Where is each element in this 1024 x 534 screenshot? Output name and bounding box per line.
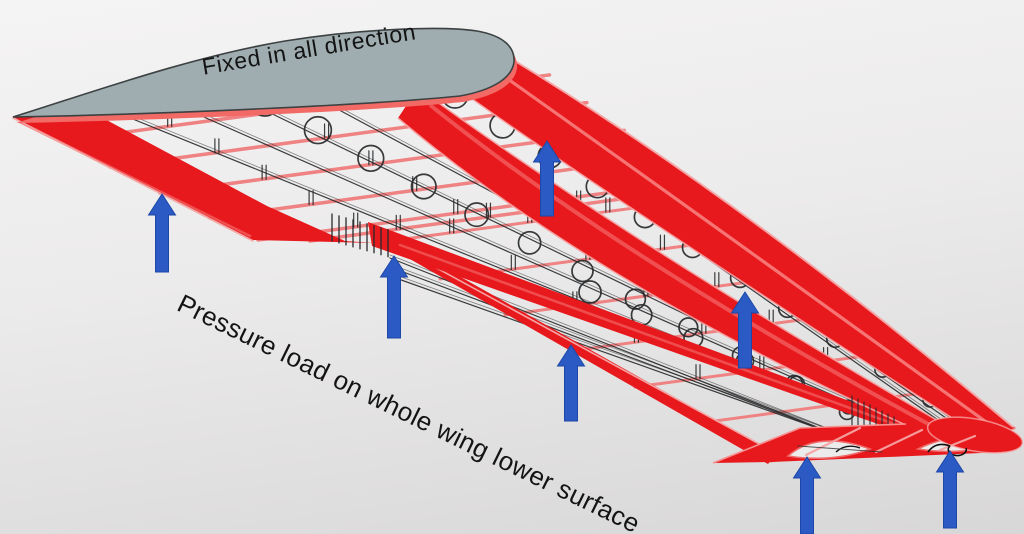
stringer-line [187, 109, 937, 442]
load-arrow [730, 291, 760, 369]
panel-rim [712, 423, 907, 464]
band-rim [467, 95, 989, 442]
leading-edge-band [462, 30, 1014, 441]
lightening-hole [571, 259, 594, 283]
lightening-hole [678, 317, 699, 338]
load-arrow [556, 344, 586, 422]
tip-detail-arc [835, 445, 861, 453]
band-highlight [428, 103, 959, 442]
rear-spar-band [13, 109, 375, 243]
root-rib-airfoil [12, 27, 515, 118]
band-rim [12, 117, 254, 242]
stringer-line [389, 266, 889, 455]
band-rim [417, 87, 969, 439]
band-highlight [398, 243, 932, 439]
load-arrow [532, 140, 562, 217]
stringer-line [389, 263, 889, 452]
band-rim [397, 117, 953, 447]
lightening-hole [624, 288, 647, 310]
lightening-hole [517, 230, 542, 255]
load-arrow [147, 193, 177, 273]
lightening-hole [410, 173, 437, 200]
stringer-line [187, 106, 937, 439]
tip-rib-trace [804, 426, 862, 457]
tip-detail-line [797, 445, 883, 453]
stringer-line [389, 275, 897, 457]
lightening-hole [303, 115, 333, 145]
band-rim [377, 235, 773, 452]
trailing-edge-band [375, 234, 776, 464]
load-arrow [792, 456, 822, 534]
lightening-hole [464, 202, 490, 228]
tip-rib-trace [938, 434, 977, 452]
band-rim [469, 33, 1014, 428]
stringer-line [389, 272, 897, 454]
tip-detail-arc [947, 445, 968, 457]
lightening-hole [578, 280, 602, 304]
band-highlight [497, 70, 1001, 434]
tip-detail-arc [927, 443, 951, 453]
load-arrow [935, 450, 965, 529]
tip-rib-trace [874, 428, 924, 454]
lightening-hole [357, 144, 385, 173]
wing-tip-rim [926, 416, 1024, 454]
load-arrow [379, 255, 409, 339]
